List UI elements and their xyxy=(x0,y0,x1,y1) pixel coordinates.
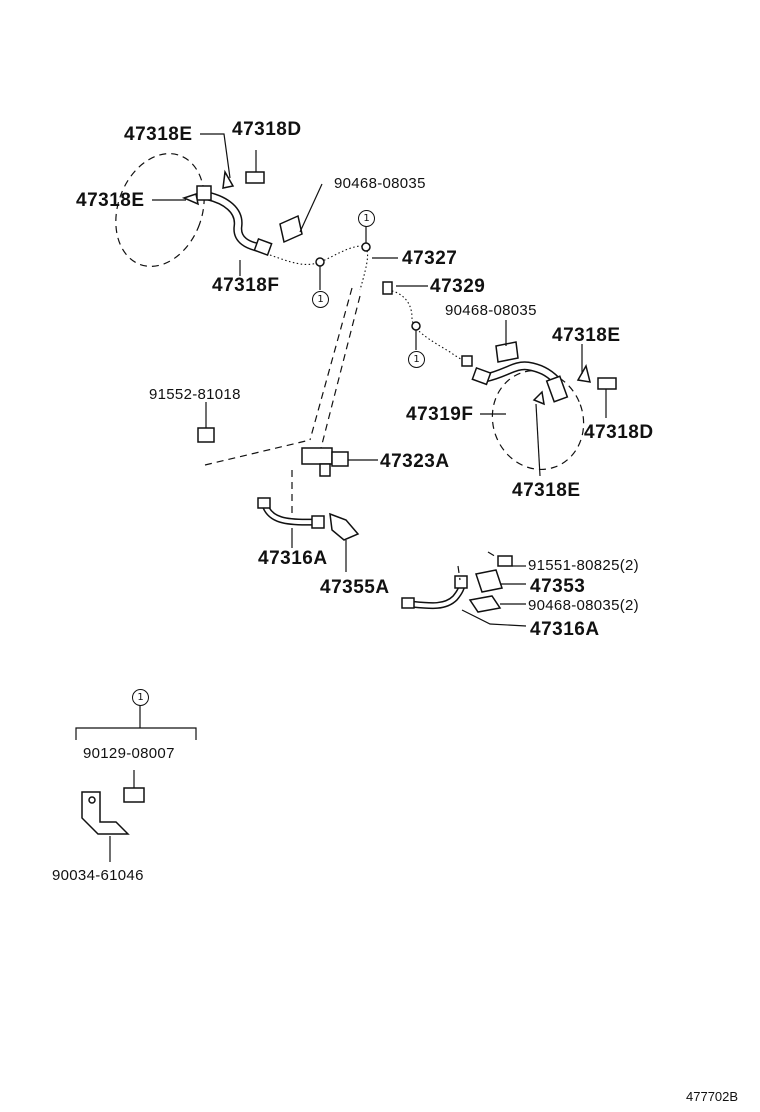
callout-marker-1c: 1 xyxy=(408,351,425,368)
label-47316a-right: 47316A xyxy=(530,619,600,640)
label-90468-low: 90468-08035(2) xyxy=(528,597,639,614)
label-47327: 47327 xyxy=(402,248,458,269)
label-47319f: 47319F xyxy=(406,404,474,425)
bleeder-47318e-left xyxy=(181,193,200,206)
label-47323a: 47323A xyxy=(380,451,450,472)
bolt-90129 xyxy=(123,770,145,803)
bleeder-47318e-bottom xyxy=(532,390,545,406)
bleeder-47318e-right xyxy=(576,364,592,383)
label-90468-top: 90468-08035 xyxy=(334,175,426,192)
label-47318f: 47318F xyxy=(212,275,280,296)
label-47318d-top: 47318D xyxy=(232,119,302,140)
label-47353: 47353 xyxy=(530,576,586,597)
callout-marker-1b: 1 xyxy=(312,291,329,308)
label-90034: 90034-61046 xyxy=(52,867,144,884)
clamp-47353 xyxy=(475,569,503,593)
label-91551: 91551-80825(2) xyxy=(528,557,639,574)
label-47318d-right: 47318D xyxy=(584,422,654,443)
hose-47316a-left xyxy=(257,497,325,529)
bolt-47318d-top xyxy=(245,150,265,184)
guide-lines xyxy=(204,287,361,515)
callout-marker-1d: 1 xyxy=(132,689,149,706)
valve-47323a xyxy=(301,447,349,477)
bolt-91551 xyxy=(487,551,513,567)
label-47318e-left: 47318E xyxy=(76,190,145,211)
leader-lines xyxy=(152,133,583,627)
bolt-47318d-right xyxy=(597,377,617,418)
label-47329: 47329 xyxy=(430,276,486,297)
hose-47316a-right xyxy=(401,575,468,610)
label-47316a-left: 47316A xyxy=(258,548,328,569)
hose-47319f xyxy=(471,361,569,403)
label-47318e-bottom: 47318E xyxy=(512,480,581,501)
callout-marker-1a: 1 xyxy=(358,210,375,227)
bracket-47355a xyxy=(329,512,360,541)
clip-90468-low xyxy=(468,595,502,613)
label-90129: 90129-08007 xyxy=(83,745,175,762)
label-47318e-top: 47318E xyxy=(124,124,193,145)
bracket-90034 xyxy=(81,791,130,862)
label-91552: 91552-81018 xyxy=(149,386,241,403)
callout-bracket xyxy=(75,705,197,740)
bleeder-47318e-top xyxy=(222,169,235,189)
label-90468-mid: 90468-08035 xyxy=(445,302,537,319)
clip-90468-mid xyxy=(495,341,519,363)
tube-47327 xyxy=(269,245,369,291)
diagram-reference-id: 477702B xyxy=(686,1089,739,1104)
label-47318e-right: 47318E xyxy=(552,325,621,346)
label-47355a: 47355A xyxy=(320,577,390,598)
hose-47318f xyxy=(196,185,273,256)
clip-90468-top xyxy=(279,214,303,244)
left-backing-plate xyxy=(115,153,205,267)
bolt-91552 xyxy=(197,402,215,443)
right-backing-plate xyxy=(491,369,585,471)
